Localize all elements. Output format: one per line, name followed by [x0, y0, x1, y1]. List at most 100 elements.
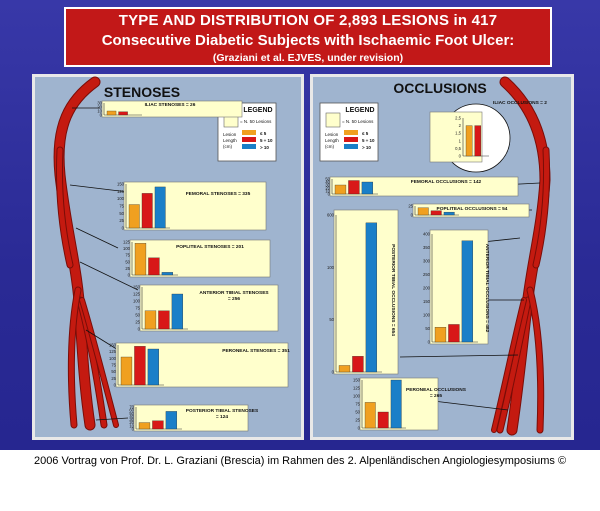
connector-line-6	[95, 417, 129, 421]
chart-8-bar-1	[348, 180, 360, 195]
chart-4-tick-0: 0	[138, 327, 141, 332]
chart-11-tick-5: 250	[423, 272, 431, 277]
chart-11-tick-6: 300	[423, 259, 431, 264]
chart-11-tick-1: 50	[425, 326, 430, 331]
chart-12-tick-4: 100	[353, 394, 361, 399]
chart-2-tick-2: 50	[119, 211, 124, 216]
connector-line-12	[399, 354, 519, 358]
chart-2-tick-5: 125	[117, 189, 125, 194]
chart-8-tick-1: 10	[325, 189, 330, 194]
occlusions-legend-swatch-0	[344, 130, 358, 135]
chart-4-bar-0	[144, 310, 157, 330]
chart-9-bar-2	[443, 211, 455, 216]
chart-11-bar-0	[434, 326, 447, 343]
chart-10-tick-0: 0	[332, 370, 335, 375]
chart-7-tick-0: 0	[459, 154, 462, 159]
chart-12-title: PERONEAL OCCLUSIONS= 265	[406, 387, 467, 399]
chart-11-bar-2	[461, 240, 474, 343]
chart-7-bar-0	[465, 125, 473, 157]
chart-11-tick-8: 400	[423, 232, 431, 237]
chart-3-tick-3: 75	[125, 253, 130, 258]
chart-2-title: FEMORAL STENOSES = 335	[186, 191, 251, 197]
chart-6-tick-4: 40	[129, 414, 134, 419]
chart-5-tick-5: 125	[109, 349, 117, 354]
chart-11-bar-1	[448, 324, 460, 343]
chart-5-title: PERONEAL STENOSES = 351	[222, 348, 290, 354]
chart-8-tick-0: 0	[328, 192, 331, 197]
chart-8-tick-5: 50	[325, 177, 330, 182]
chart-3-bar-0	[134, 243, 147, 276]
chart-1-tick-1: 10	[97, 109, 102, 114]
stenoses-legend-lesion-label-2: (cm)	[223, 144, 232, 149]
chart-12-bar-2	[390, 379, 402, 429]
chart-10-tick-1: 50	[329, 317, 334, 322]
chart-7-tick-3: 1,5	[455, 131, 461, 136]
chart-1-tick-0: 0	[100, 113, 103, 118]
left-main-artery	[54, 77, 100, 430]
chart-2-tick-4: 100	[117, 196, 125, 201]
chart-2-bar-0	[128, 204, 140, 229]
chart-10-tick-2: 100	[327, 265, 335, 270]
chart-1-bar-0	[106, 110, 117, 116]
chart-3-tick-2: 50	[125, 259, 130, 264]
chart-1-bar-1	[118, 111, 128, 116]
chart-6-tick-0: 0	[132, 427, 135, 432]
chart-1-tick-2: 20	[97, 105, 102, 110]
chart-7-tick-1: 0,5	[455, 146, 461, 151]
stenoses-legend-lesion-label-0: Lesion	[223, 132, 237, 137]
chart-9-bar-0	[417, 207, 429, 216]
chart-6-title: POSTERIOR TIBIAL STENOSES= 124	[186, 408, 259, 420]
stenoses-heading: STENOSES	[104, 84, 180, 100]
chart-overlay: STENOSES OCCLUSIONS LEGEND = N. 50 Lesion…	[53, 76, 551, 436]
title-line-2: Consecutive Diabetic Subjects with Ischa…	[101, 32, 515, 49]
left-anterior-tibial-artery	[68, 287, 81, 428]
chart-10-bar-1	[352, 356, 364, 373]
left-profunda-artery	[56, 147, 73, 268]
chart-6-tick-7: 70	[129, 405, 134, 410]
chart-3-tick-1: 25	[125, 266, 130, 271]
chart-12-tick-2: 50	[355, 410, 360, 415]
chart-4-tick-5: 125	[133, 292, 141, 297]
chart-9-bar-1	[430, 210, 442, 216]
chart-12-bar-0	[364, 402, 376, 429]
right-anterior-tibial-artery	[527, 287, 544, 433]
occlusions-legend-entry-1: 5 ÷ 10	[362, 138, 375, 143]
chart-2-tick-0: 0	[122, 226, 125, 231]
stenoses-legend-unit-note: = N. 50 Lesions	[240, 119, 272, 124]
occlusions-legend-unit-note: = N. 50 Lesions	[342, 119, 374, 124]
stenoses-legend-lesion-label-1: Length	[223, 138, 237, 143]
chart-6-bar-2	[165, 411, 178, 430]
chart-7-tick-5: 2,5	[455, 116, 461, 121]
chart-2-bar-2	[154, 186, 166, 229]
chart-5-tick-6: 150	[109, 343, 117, 348]
chart-8-title: FEMORAL OCCLUSIONS = 142	[411, 179, 482, 185]
chart-4-tick-2: 50	[135, 313, 140, 318]
chart-7-tick-2: 1	[459, 138, 462, 143]
artery-illustrations	[53, 76, 551, 436]
chart-3-bar-2	[161, 272, 174, 276]
chart-10-bar-0	[338, 365, 351, 373]
stenoses-legend-entry-1: 5 ÷ 10	[260, 138, 273, 143]
chart-2-tick-6: 150	[117, 182, 125, 187]
right-peroneal-artery	[497, 297, 531, 433]
chart-5-bar-1	[134, 346, 146, 386]
occlusions-legend-heading: LEGEND	[345, 107, 374, 114]
occlusions-legend-entry-0: ≤ 5	[362, 131, 369, 136]
chart-4-title: ANTERIOR TIBIAL STENOSES= 256	[199, 290, 269, 302]
connector-line-3	[75, 227, 119, 249]
chart-4-bar-2	[171, 293, 184, 330]
occlusions-legend-unit-swatch	[325, 112, 341, 128]
stenoses-legend-swatch-0	[242, 130, 256, 135]
stenoses-legend-entry-0: ≤ 5	[260, 131, 267, 136]
occlusions-heading: OCCLUSIONS	[393, 80, 486, 96]
chart-2-tick-3: 75	[119, 204, 124, 209]
chart-6-tick-5: 50	[129, 411, 134, 416]
chart-8-bar-2	[361, 181, 374, 195]
